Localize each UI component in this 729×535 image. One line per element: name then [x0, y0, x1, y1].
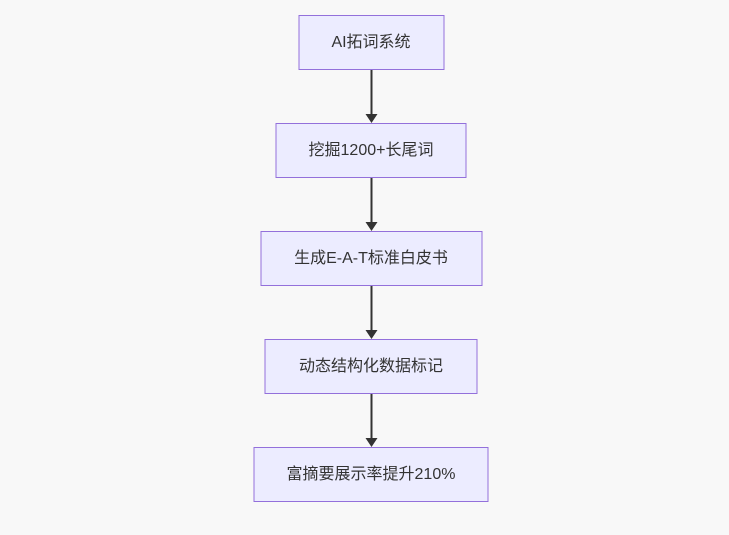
flow-node-rich-snippet-rate-increase: 富摘要展示率提升210% — [253, 447, 489, 502]
arrow-down-icon — [365, 114, 377, 123]
flow-edge-4 — [365, 394, 377, 447]
flowchart-diagram: AI拓词系统 挖掘1200+长尾词 生成E-A-T标准白皮书 动态结构化数据标记 — [253, 0, 489, 502]
flow-node-mine-longtail-keywords: 挖掘1200+长尾词 — [275, 123, 467, 178]
edge-line — [370, 178, 372, 223]
flow-node-label: 富摘要展示率提升210% — [286, 465, 456, 483]
flow-node-label: 动态结构化数据标记 — [298, 357, 443, 375]
flow-node-label: 挖掘1200+长尾词 — [308, 141, 434, 159]
edge-line — [370, 70, 372, 115]
flow-node-label: AI拓词系统 — [331, 33, 411, 51]
flow-edge-1 — [365, 70, 377, 123]
arrow-down-icon — [365, 438, 377, 447]
arrow-down-icon — [365, 330, 377, 339]
flow-node-ai-word-expansion-system: AI拓词系统 — [298, 15, 444, 70]
flow-edge-2 — [365, 178, 377, 231]
arrow-down-icon — [365, 222, 377, 231]
flow-edge-3 — [365, 286, 377, 339]
edge-line — [370, 394, 372, 439]
edge-line — [370, 286, 372, 331]
flow-node-dynamic-structured-data-markup: 动态结构化数据标记 — [264, 339, 478, 394]
flow-node-generate-eat-whitepaper: 生成E-A-T标准白皮书 — [260, 231, 482, 286]
flow-node-label: 生成E-A-T标准白皮书 — [294, 249, 448, 267]
